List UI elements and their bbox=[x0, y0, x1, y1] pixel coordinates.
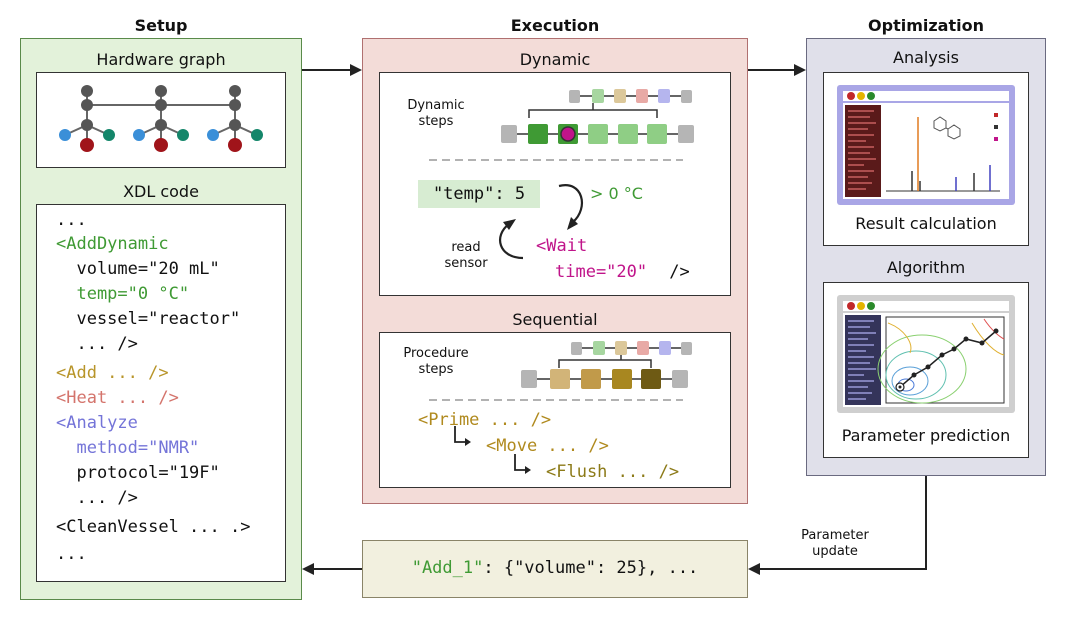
optimization-column-title: Optimization bbox=[868, 16, 984, 35]
wait-time-attribute: time="20" bbox=[555, 262, 648, 282]
analysis-box bbox=[823, 72, 1029, 246]
xdl-line: ... /> bbox=[56, 334, 138, 354]
result-window-illustration bbox=[837, 85, 1015, 205]
dynamic-title: Dynamic bbox=[519, 50, 591, 69]
parameter-update-label: Parameter update bbox=[801, 528, 869, 559]
temperature-condition: > 0 °C bbox=[590, 184, 643, 203]
hardware-node-cluster bbox=[207, 85, 263, 152]
xdl-line: ... /> bbox=[56, 488, 138, 508]
flush-step: <Flush ... /> bbox=[546, 462, 680, 482]
xdl-line: method="NMR" bbox=[56, 438, 200, 458]
xdl-code-title: XDL code bbox=[123, 182, 199, 201]
parameter-update-box bbox=[362, 540, 748, 598]
xdl-line: <CleanVessel ... .> bbox=[56, 517, 251, 537]
parameter-prediction-label: Parameter prediction bbox=[841, 426, 1011, 445]
wait-step-close: /> bbox=[659, 262, 690, 282]
read-sensor-label: read sensor bbox=[444, 240, 488, 271]
xdl-line: <Heat ... /> bbox=[56, 388, 179, 408]
xdl-line: <Analyze bbox=[56, 413, 138, 433]
execution-column-title: Execution bbox=[510, 16, 600, 35]
setup-column-title: Setup bbox=[134, 16, 188, 35]
wait-step-open: <Wait bbox=[536, 236, 588, 256]
arrow-setup-to-execution bbox=[350, 64, 362, 76]
xdl-line: protocol="19F" bbox=[56, 463, 220, 483]
arrow-execution-to-optimization bbox=[794, 64, 806, 76]
analysis-title: Analysis bbox=[893, 48, 959, 67]
xdl-line: vessel="reactor" bbox=[56, 309, 241, 329]
xdl-line: ... bbox=[56, 210, 87, 230]
xdl-line: <Add ... /> bbox=[56, 363, 169, 383]
xdl-line: ... bbox=[56, 544, 87, 564]
xdl-code-box bbox=[36, 204, 286, 582]
temp-reading: "temp": 5 bbox=[418, 180, 540, 208]
update-value: : {"volume": 25}, ... bbox=[483, 558, 699, 578]
result-calculation-label: Result calculation bbox=[855, 214, 997, 233]
procedure-steps-label: Procedure steps bbox=[403, 346, 469, 377]
arrow-update-to-setup bbox=[302, 563, 314, 575]
hardware-node-cluster bbox=[59, 85, 115, 152]
algorithm-title: Algorithm bbox=[886, 258, 966, 277]
sequential-box bbox=[379, 332, 731, 488]
xdl-line: volume="20 mL" bbox=[56, 259, 220, 279]
parameter-update-json: "Add_1": {"volume": 25}, ... bbox=[362, 558, 748, 578]
xdl-line: <AddDynamic bbox=[56, 234, 169, 254]
dynamic-steps-label: Dynamic steps bbox=[407, 98, 465, 129]
xdl-line: temp="0 °C" bbox=[56, 284, 190, 304]
prediction-window-illustration bbox=[837, 295, 1015, 413]
sequential-title: Sequential bbox=[512, 310, 598, 329]
arrow-optimization-to-update bbox=[748, 563, 760, 575]
update-key: "Add_1" bbox=[411, 558, 484, 578]
dynamic-steps-diagram bbox=[429, 89, 694, 260]
hardware-graph-box bbox=[36, 72, 286, 168]
hardware-node-cluster bbox=[133, 85, 189, 152]
hardware-graph bbox=[59, 85, 263, 152]
procedure-steps-diagram bbox=[429, 341, 692, 474]
algorithm-box bbox=[823, 282, 1029, 458]
hardware-graph-title: Hardware graph bbox=[96, 50, 226, 69]
move-step: <Move ... /> bbox=[486, 436, 609, 456]
prime-step: <Prime ... /> bbox=[418, 410, 552, 430]
